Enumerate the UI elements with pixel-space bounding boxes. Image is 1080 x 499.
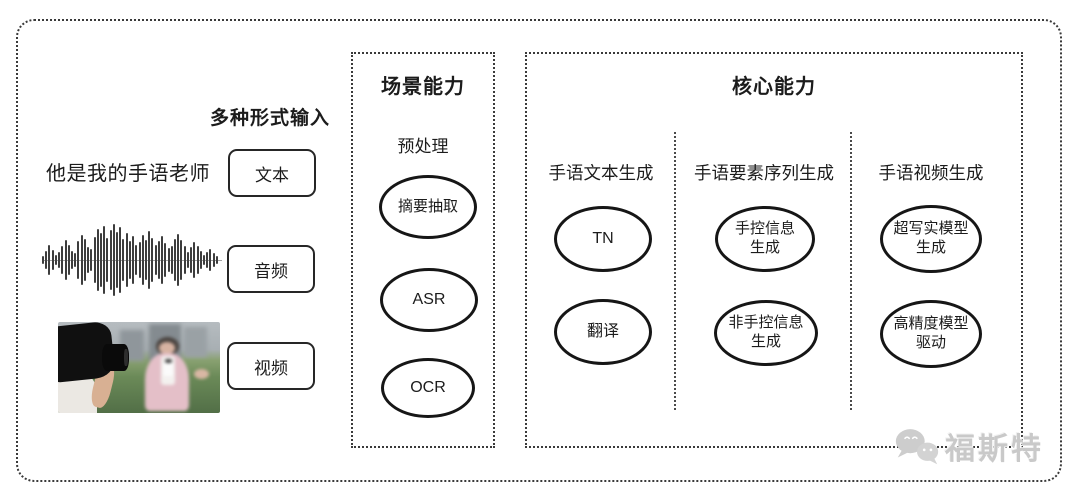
node-summary-extraction: 摘要抽取 [379,175,477,239]
watermark-text: 福斯特 [945,433,1044,466]
photo-camera-lens [101,343,130,372]
node-hyperrealistic-model-generation: 超写实模型 生成 [880,205,982,273]
preprocessing-label: 预处理 [397,137,449,156]
text-input-example: 他是我的手语老师 [46,163,210,185]
core-capability-title: 核心能力 [732,76,816,98]
node-translation: 翻译 [554,299,652,365]
input-type-text-label: 文本 [255,165,289,185]
node-high-precision-model-driving: 高精度模型 驱动 [880,300,982,368]
node-tn: TN [554,206,652,272]
input-type-video-label: 视频 [254,358,288,378]
core-capability-box: 核心能力 手语文本生成 手语要素序列生成 手语视频生成 TN 翻译 手控信息 生… [525,52,1023,448]
column-divider [850,132,852,410]
column-header-sign-video-generation: 手语视频生成 [878,163,984,183]
audio-waveform-icon [42,224,222,296]
node-manual-info-generation: 手控信息 生成 [715,206,815,272]
input-type-text-box: 文本 [228,149,316,197]
input-type-video-box: 视频 [227,342,315,390]
photo-building [184,327,208,357]
input-type-audio-label: 音频 [254,261,288,281]
video-input-thumbnail [58,322,220,413]
outer-dotted-frame [16,19,1062,482]
scene-capability-box: 场景能力 预处理 摘要抽取 ASR OCR [351,52,495,448]
input-type-audio-box: 音频 [227,245,315,293]
scene-capability-title: 场景能力 [381,76,465,98]
column-header-sign-element-sequence-generation: 手语要素序列生成 [694,163,834,183]
watermark: 福斯特 [892,424,1044,468]
column-divider [674,132,676,410]
node-non-manual-info-generation: 非手控信息 生成 [714,300,818,366]
input-section-title: 多种形式输入 [209,108,330,129]
node-asr: ASR [380,268,478,332]
node-ocr: OCR [381,358,475,418]
column-header-sign-text-generation: 手语文本生成 [548,163,654,183]
chat-bubbles-icon [895,429,939,465]
photo-reporter [58,322,220,413]
